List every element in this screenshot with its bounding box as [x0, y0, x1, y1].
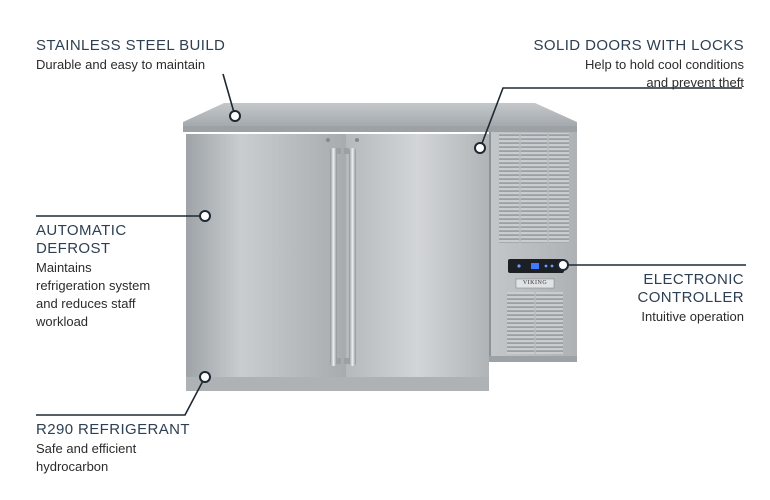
right-door	[346, 134, 489, 377]
callout-title-line: CONTROLLER	[637, 289, 744, 306]
upper-vent	[499, 133, 569, 243]
callout-desc-line: Safe and efficient	[36, 441, 137, 456]
leader-lines	[36, 73, 746, 416]
countertop	[183, 103, 577, 132]
callout-r290-refrigerant: R290 REFRIGERANT Safe and efficient hydr…	[36, 421, 190, 475]
callout-stainless-steel: STAINLESS STEEL BUILD Durable and easy t…	[36, 37, 225, 73]
door-handle-right	[344, 148, 356, 366]
callout-solid-doors: SOLID DOORS WITH LOCKS Help to hold cool…	[534, 37, 745, 91]
callout-title-line: AUTOMATIC	[36, 222, 127, 239]
callout-desc-line: and prevent theft	[646, 75, 744, 90]
callout-desc-line: workload	[36, 314, 89, 329]
callout-desc-line: Help to hold cool conditions	[585, 57, 744, 72]
callout-title: STAINLESS STEEL BUILD	[36, 37, 226, 54]
callout-desc: Intuitive operation	[641, 309, 744, 324]
callout-automatic-defrost: AUTOMATIC DEFROST Maintains refrigeratio…	[36, 222, 150, 330]
door-handle-left	[330, 148, 341, 366]
marker-dots	[199, 110, 569, 383]
callout-title: SOLID DOORS WITH LOCKS	[533, 37, 744, 54]
left-door	[186, 134, 344, 390]
callout-desc-line: and reduces staff	[36, 296, 136, 311]
callout-desc-line: refrigeration system	[36, 278, 151, 293]
lock-icon	[326, 138, 330, 142]
callout-electronic-controller: ELECTRONIC CONTROLLER Intuitive operatio…	[637, 271, 744, 325]
lock-icon	[355, 138, 359, 142]
callout-desc: Durable and easy to maintain	[36, 57, 206, 72]
compressor-panel	[489, 132, 577, 358]
callout-title: R290 REFRIGERANT	[36, 421, 190, 438]
callout-title-line: DEFROST	[36, 240, 111, 257]
brand-logo: VIKING	[522, 280, 548, 286]
callout-title-line: ELECTRONIC	[643, 271, 744, 288]
callout-desc-line: hydrocarbon	[36, 459, 109, 474]
callout-desc-line: Maintains	[36, 260, 92, 275]
